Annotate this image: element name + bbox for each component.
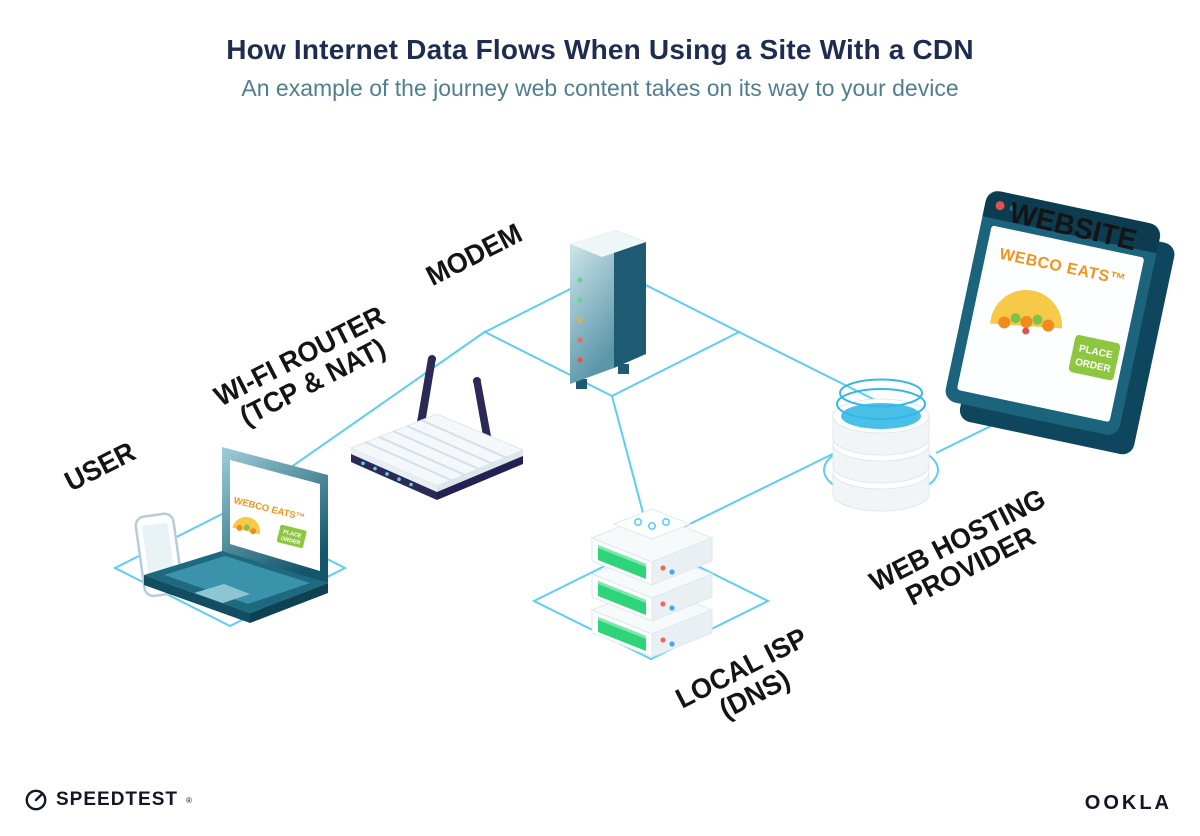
router-icon: [349, 355, 525, 500]
page-title: How Internet Data Flows When Using a Sit…: [226, 34, 974, 65]
modem-top: [570, 230, 646, 257]
user-device-illustration: WEBCO EATS™ PLACE ORDER: [130, 445, 360, 635]
modem-illustration: [558, 222, 658, 399]
laptop-order-button: PLACE ORDER: [276, 524, 307, 548]
browser-close-dot-icon: [995, 201, 1005, 211]
place-order-button: PLACE ORDER: [1068, 334, 1121, 381]
server-stack-icon: [590, 508, 714, 658]
user-platform: [112, 508, 348, 628]
modem-status-lights: [577, 277, 583, 363]
database-icon: [832, 378, 930, 512]
browser-window-icon: WEBCO EATS™ PLACE ORDER: [945, 191, 1175, 455]
isp-server-illustration: [575, 500, 730, 670]
speedtest-wordmark: SPEEDTEST: [56, 789, 178, 810]
svg-text:ORDER: ORDER: [280, 536, 301, 547]
router-antenna-right: [473, 380, 493, 447]
router-antenna-left: [416, 358, 436, 430]
modem-front: [570, 230, 614, 384]
website-illustration: WEBCO EATS™ PLACE ORDER: [934, 186, 1188, 478]
page-subtitle: An example of the journey web content ta…: [241, 75, 959, 101]
wifi-router-illustration: [345, 350, 530, 510]
laptop-taco-icon: [232, 516, 260, 535]
ookla-logo: OOKLA: [1084, 792, 1172, 814]
speedtest-gauge-icon: [25, 789, 47, 811]
laptop-icon: WEBCO EATS™ PLACE ORDER: [144, 447, 328, 623]
header: How Internet Data Flows When Using a Sit…: [0, 34, 1200, 102]
laptop-touchpad: [194, 584, 250, 604]
laptop-keyboard: [164, 556, 310, 604]
modem-icon: [570, 230, 646, 389]
browser-top-bar: [982, 191, 1160, 254]
database-water: [841, 403, 921, 429]
speedtest-logo: SPEEDTEST ®: [24, 788, 192, 812]
router-front-panel: [351, 454, 437, 500]
speedtest-trademark: ®: [185, 795, 192, 805]
taco-icon: [990, 290, 1062, 335]
svg-text:PLACE: PLACE: [282, 529, 302, 539]
hosting-database-illustration: [818, 372, 944, 527]
modem-side: [614, 230, 646, 368]
